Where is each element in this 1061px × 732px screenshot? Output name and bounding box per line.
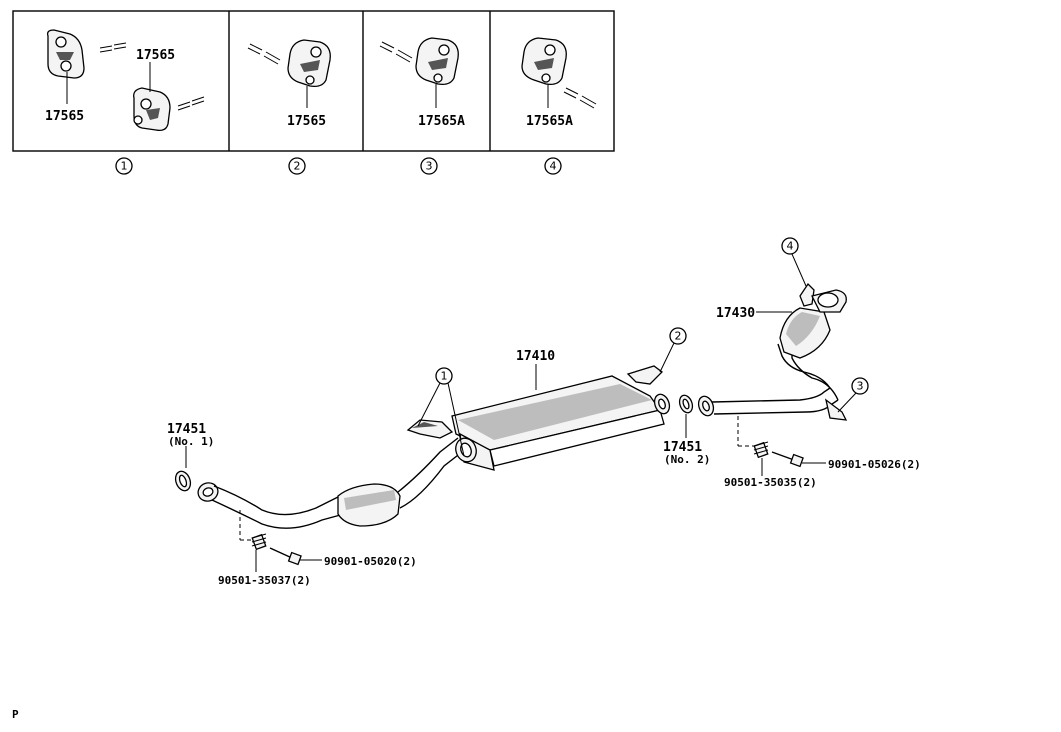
hanger-cushion <box>415 37 459 86</box>
part-label-hanger-a: 17565A <box>418 114 465 129</box>
svg-text:3: 3 <box>857 380 864 393</box>
hanger-rod <box>379 41 413 63</box>
muffler-hanger-bracket <box>626 365 663 385</box>
front-gasket <box>174 446 192 492</box>
callout-4: 4 <box>781 237 807 287</box>
rear-pipe-fasteners <box>737 416 826 476</box>
callout-3: 3 <box>837 377 869 413</box>
svg-text:4: 4 <box>550 160 557 173</box>
tail-exhaust-pipe <box>697 282 848 421</box>
svg-text:1: 1 <box>121 160 128 173</box>
svg-text:3: 3 <box>426 160 433 173</box>
panel-index-2: 2 <box>288 157 306 175</box>
inset-panel-2: 17565 <box>247 39 331 129</box>
hanger-cushion <box>287 39 331 88</box>
inset-panel-3: 17565A <box>379 37 465 129</box>
callout-1: 1 <box>417 367 465 457</box>
part-label-rear-spring: 90501-35035(2) <box>724 476 817 489</box>
tail-muffler <box>779 307 831 359</box>
svg-text:4: 4 <box>787 240 794 253</box>
hanger-rod <box>99 42 127 53</box>
rear-gasket <box>678 394 694 438</box>
front-pipe-fasteners <box>239 510 322 572</box>
panel-index-3: 3 <box>420 157 438 175</box>
muffler-rear-flange <box>653 393 671 415</box>
part-label-center-pipe: 17410 <box>516 349 555 364</box>
panel-index-4: 4 <box>544 157 562 175</box>
part-sub-label-front-gasket: (No. 1) <box>168 435 214 448</box>
part-label-front-spring: 90501-35037(2) <box>218 574 311 587</box>
hanger-cushion <box>133 87 171 132</box>
panel-index-1: 1 <box>115 157 133 175</box>
tail-hanger-bracket <box>799 282 815 307</box>
svg-text:2: 2 <box>675 330 682 343</box>
part-label-hanger-a: 17565A <box>526 114 573 129</box>
part-label-hanger: 17565 <box>136 48 175 63</box>
part-label-hanger: 17565 <box>287 114 326 129</box>
center-exhaust-pipe-muffler <box>406 365 671 471</box>
hanger-cushion <box>521 37 567 86</box>
inset-frame <box>12 10 615 152</box>
svg-text:1: 1 <box>441 370 448 383</box>
muffler-hanger-bracket <box>406 419 454 439</box>
hanger-rod <box>563 87 597 109</box>
part-sub-label-rear-gasket: (No. 2) <box>664 453 710 466</box>
inset-panel-1: 17565 17565 <box>45 29 205 132</box>
part-label-tail-pipe: 17430 <box>716 306 755 321</box>
tail-pipe-tip <box>811 289 847 313</box>
corner-mark: P <box>12 708 19 721</box>
catalytic-converter <box>337 483 401 527</box>
hanger-rod <box>177 96 205 111</box>
front-exhaust-pipe <box>197 437 463 529</box>
callout-2: 2 <box>659 327 687 373</box>
front-bolt <box>269 547 302 566</box>
rear-bolt <box>771 451 804 468</box>
svg-text:2: 2 <box>294 160 301 173</box>
hanger-cushion <box>46 29 85 79</box>
inset-panel-4: 17565A <box>521 37 597 129</box>
part-label-rear-gasket: 17451 <box>663 440 702 455</box>
part-label-rear-bolt: 90901-05026(2) <box>828 458 921 471</box>
hanger-rod <box>247 43 281 65</box>
muffler-front-flange <box>455 437 477 463</box>
part-label-front-bolt: 90901-05020(2) <box>324 555 417 568</box>
part-label-hanger: 17565 <box>45 109 84 124</box>
part-label-front-gasket: 17451 <box>167 422 206 437</box>
